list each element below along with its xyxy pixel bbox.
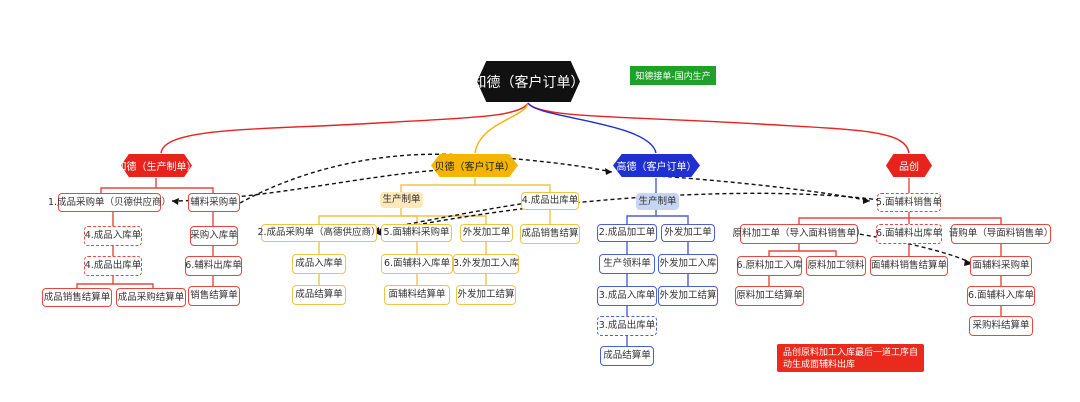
node-accessory-outbound-6[interactable]: 6.辅料出库单: [185, 256, 242, 276]
node-finished-outbound-3[interactable]: 3.成品出库单: [597, 316, 657, 336]
edge-root-a: [160, 102, 529, 154]
node-purchase-inbound[interactable]: 采购入库单: [190, 226, 238, 246]
branch-beide-order[interactable]: 贝德（客户订单）: [431, 154, 518, 177]
node-finished-sales-settlement[interactable]: 成品销售结算单: [42, 288, 112, 307]
node-finished-inbound-4[interactable]: 4.成品入库单: [84, 226, 142, 246]
edge-root-d: [527, 102, 910, 154]
node-outsource-settlement-b[interactable]: 外发加工结算: [456, 285, 516, 305]
node-material-purchase-d[interactable]: 面辅料采购单: [970, 256, 1032, 276]
node-raw-processing-order[interactable]: 原料加工单（导入面料销售单）: [733, 224, 866, 244]
node-material-settlement-b[interactable]: 面辅料结算单: [384, 285, 450, 305]
node-raw-processing-inbound-6[interactable]: 6.原料加工入库: [736, 256, 803, 276]
node-finished-inbound-b[interactable]: 成品入库单: [292, 254, 346, 274]
root-node[interactable]: 知德（客户订单）: [477, 61, 580, 102]
node-finished-purchase-order-2[interactable]: 2.成品采购单（高德供应商）: [257, 224, 381, 242]
node-sales-settlement[interactable]: 销售结算单: [188, 286, 240, 306]
node-outsource-order-b[interactable]: 外发加工单: [460, 224, 513, 242]
node-finished-outbound-b[interactable]: 4.成品出库单: [521, 192, 579, 210]
node-material-inbound-6[interactable]: 6.面辅料入库单: [381, 254, 453, 274]
note-auto-outbound: 品创原料加工入库最后一道工序自动生成面辅料出库: [777, 344, 924, 372]
node-material-outbound-6[interactable]: 6.面辅料出库单: [876, 224, 942, 244]
node-finished-inbound-3[interactable]: 3.成品入库单: [597, 286, 657, 306]
node-production-picking[interactable]: 生产领料单: [599, 254, 655, 274]
node-finished-purchase-settlement[interactable]: 成品采购结算单: [116, 288, 186, 307]
node-outsource-inbound-3[interactable]: 3.外发加工入库: [453, 254, 519, 274]
node-finished-purchase-order[interactable]: 1.成品采购单（贝德供应商）: [48, 193, 171, 212]
edge-root-b: [474, 102, 529, 154]
branch-gaode-order[interactable]: 高德（客户订单）: [613, 154, 700, 177]
branch-pinchuang[interactable]: 品创: [886, 154, 932, 177]
branch-zhide-production[interactable]: 知德（生产制单）: [121, 154, 192, 177]
node-outsource-settlement-c[interactable]: 外发加工结算: [658, 286, 718, 306]
node-finished-settlement-b[interactable]: 成品结算单: [292, 285, 346, 305]
node-material-purchase-5[interactable]: 5.面辅料采购单: [381, 224, 452, 242]
node-finished-settlement-c[interactable]: 成品结算单: [600, 346, 654, 366]
node-raw-processing-settlement[interactable]: 原料加工结算单: [735, 286, 804, 306]
label-tag-domestic: 知德接单-国内生产: [630, 66, 716, 85]
node-production-order-b[interactable]: 生产制单: [380, 192, 423, 208]
node-finished-sales-settlement-b[interactable]: 成品销售结算: [520, 224, 580, 244]
node-production-order-c[interactable]: 生产制单: [636, 193, 679, 210]
node-finished-processing-2[interactable]: 2.成品加工单: [597, 224, 657, 242]
node-material-sales-settlement[interactable]: 面辅料销售结算单: [870, 256, 948, 276]
node-finished-outbound-4[interactable]: 4.成品出库单: [84, 256, 142, 276]
node-purchase-material-settlement[interactable]: 采购料结算单: [969, 316, 1033, 336]
node-material-inbound-6-d[interactable]: 6.面辅料入库单: [967, 286, 1035, 306]
node-raw-processing-picking[interactable]: 原料加工领料: [806, 256, 866, 276]
node-outsource-inbound-c[interactable]: 外发加工入库: [658, 254, 718, 274]
node-outsource-order-c[interactable]: 外发加工单: [661, 224, 715, 242]
node-requisition-order[interactable]: 请购单（导面料销售单）: [949, 224, 1053, 244]
edge-root-c: [527, 102, 657, 154]
node-material-sales-5[interactable]: 5.面辅料销售单: [876, 193, 942, 212]
node-accessory-purchase-order[interactable]: 辅料采购单: [188, 193, 240, 212]
